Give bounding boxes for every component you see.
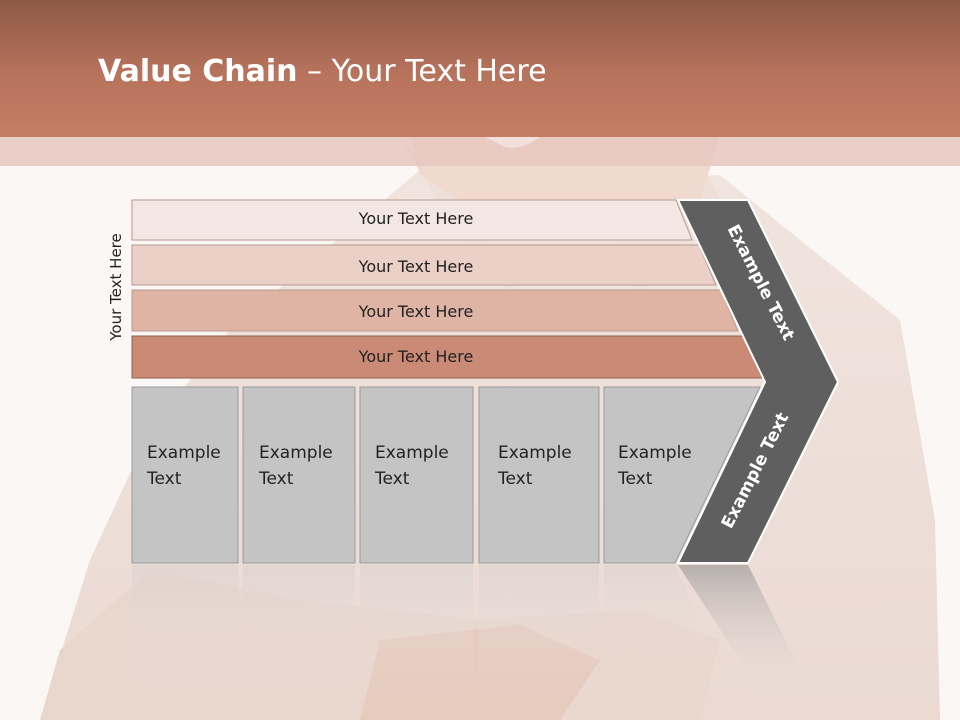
support-row-3-label: Your Text Here [358, 302, 474, 321]
primary-box-4-line1: Example [498, 443, 572, 463]
primary-box-2-shape [242, 386, 356, 564]
primary-box-2-line2: Text [258, 469, 294, 489]
primary-box-1-line1: Example [147, 443, 221, 463]
title-bold: Value Chain [98, 54, 298, 89]
page-title: Value Chain – Your Text Here [98, 54, 547, 89]
primary-box-2: Example Text [242, 386, 356, 564]
support-row-1-shape [131, 199, 693, 241]
primary-box-1: Example Text [131, 386, 239, 564]
primary-box-3-line2: Text [374, 469, 410, 489]
title-rest: – Your Text Here [297, 54, 547, 89]
diagram-reflection [132, 565, 800, 695]
support-row-3: Your Text Here [131, 289, 739, 332]
primary-box-3-line1: Example [375, 443, 449, 463]
support-row-4: Your Text Here [131, 335, 763, 379]
support-row-1-label: Your Text Here [358, 209, 474, 228]
support-row-4-label: Your Text Here [358, 347, 474, 366]
primary-box-1-shape [131, 386, 239, 564]
primary-box-4-shape [478, 386, 600, 564]
primary-box-4-line2: Text [497, 469, 533, 489]
margin-chevron [676, 199, 840, 564]
primary-box-1-line2: Text [146, 469, 182, 489]
primary-box-5-shape [603, 386, 761, 564]
primary-box-4: Example Text [478, 386, 600, 564]
primary-box-5-line1: Example [618, 443, 692, 463]
primary-box-3-shape [359, 386, 474, 564]
header-bar [0, 0, 960, 137]
header-band [0, 137, 960, 166]
support-row-2-label: Your Text Here [358, 257, 474, 276]
support-row-2-shape [131, 244, 717, 286]
support-row-2: Your Text Here [131, 244, 717, 286]
primary-box-5: Example Text [603, 386, 761, 564]
support-row-3-shape [131, 289, 739, 332]
primary-box-5-line2: Text [617, 469, 653, 489]
primary-box-2-line1: Example [259, 443, 333, 463]
support-row-1: Your Text Here [131, 199, 693, 241]
primary-box-3: Example Text [359, 386, 474, 564]
side-label: Your Text Here [107, 233, 125, 341]
